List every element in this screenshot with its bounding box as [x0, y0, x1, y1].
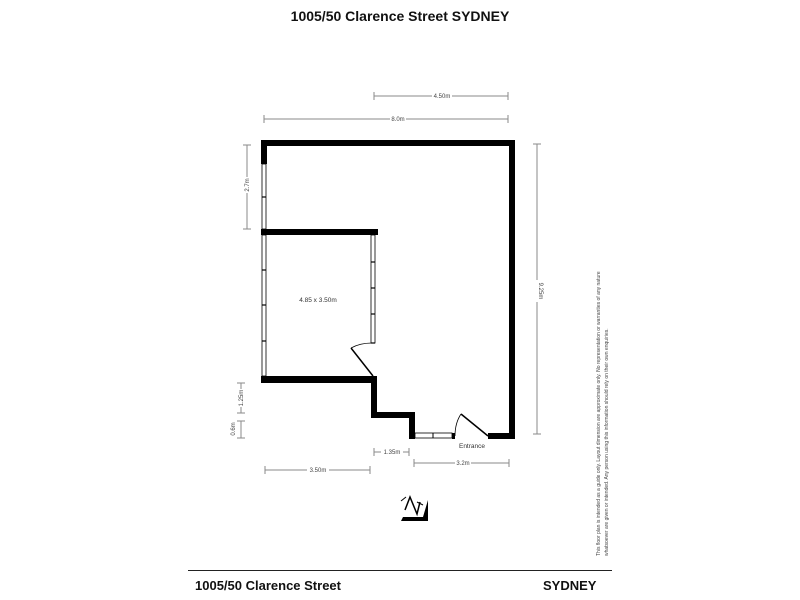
dim-left-upper: 2.7m	[245, 178, 251, 191]
dim-left-lower-b: 0.6m	[231, 422, 237, 435]
dimension-labels: 4.50m 8.0m 2.7m 9.25m 1.25m 0.6m 1.35m 3…	[231, 92, 543, 474]
dim-bottom-right: 3.2m	[456, 461, 469, 467]
walls	[261, 140, 515, 439]
dim-left-lower-a: 1.25m	[239, 390, 245, 407]
footer-divider	[188, 570, 612, 571]
footer-address: 1005/50 Clarence Street	[195, 578, 341, 593]
dim-bottom-left: 3.50m	[310, 468, 327, 474]
disclaimer-text: This floor plan is intended as a guide o…	[596, 271, 610, 556]
room-label: 4.85 x 3.50m	[299, 297, 337, 304]
footer-city: SYDNEY	[543, 578, 597, 593]
entrance-label: Entrance	[459, 443, 485, 450]
dim-bottom-mid: 1.35m	[384, 450, 401, 456]
north-arrow-icon	[400, 494, 428, 521]
page-title: 1005/50 Clarence Street SYDNEY	[290, 8, 510, 24]
dim-top-total: 8.0m	[391, 117, 404, 123]
doors	[350, 342, 489, 437]
dim-top-partial: 4.50m	[434, 94, 451, 100]
dim-right-total: 9.25m	[537, 283, 543, 300]
windows	[261, 163, 453, 439]
